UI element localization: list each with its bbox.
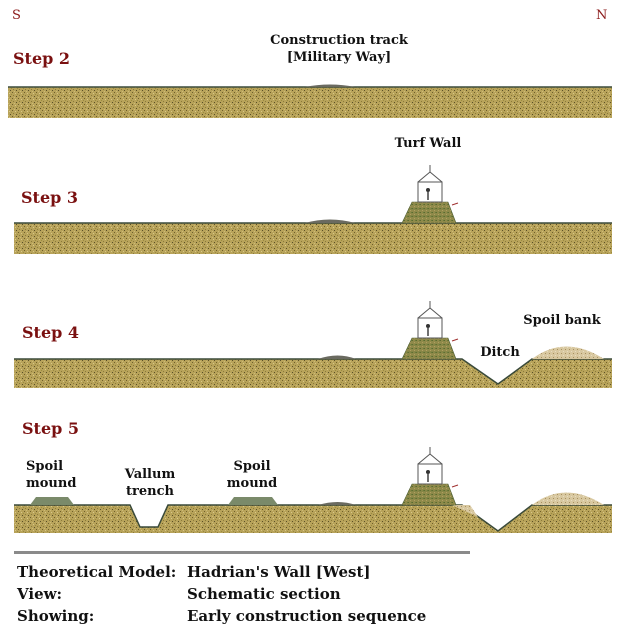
legend-view-value: Schematic section [187,585,341,603]
spoil-bank [532,346,604,359]
step-5-section [14,447,612,533]
legend-showing-label: Showing: [17,607,95,625]
step-2-label: Step 2 [13,49,71,68]
spoil-mound-north [228,497,278,505]
spoil-mound-south-label: Spoil mound [26,459,77,491]
spoil-bank-label: Spoil bank [523,313,601,328]
track-mound [318,355,356,359]
compass-south: S [12,8,21,23]
step-4-section [14,301,612,388]
turf-wall [401,301,459,360]
legend-divider [14,551,470,554]
legend-model-value: Hadrian's Wall [West] [187,563,371,581]
legend-row-model: Theoretical Model: Hadrian's Wall [West] [17,563,370,581]
step-3-label: Step 3 [21,188,79,207]
track-mound [305,84,355,87]
soil-layer [14,359,612,388]
soil-layer [14,505,612,533]
step-5-label: Step 5 [22,419,80,438]
step-4-label: Step 4 [22,323,80,342]
turf-wall-label: Turf Wall [394,136,462,151]
vallum-trench-label: Vallum trench [124,467,176,499]
ditch-label: Ditch [480,345,520,360]
track-mound [318,502,356,505]
turf-wall [401,165,459,224]
compass-north: N [596,8,608,23]
legend-row-showing: Showing: Early construction sequence [17,607,426,625]
spoil-mound-north-label: Spoil mound [226,459,278,491]
legend-model-label: Theoretical Model: [17,563,177,581]
step-2-section [8,84,612,118]
legend-row-view: View: Schematic section [17,585,341,603]
turf-wall [401,447,459,506]
soil-layer [14,223,612,254]
spoil-mound-south [30,497,74,505]
spoil-bank [532,492,604,505]
step-3-section [14,165,612,254]
track-mound [305,219,355,223]
ground-line [14,504,612,532]
construction-track-label: Construction track[Military Way] [270,33,408,65]
legend-showing-value: Early construction sequence [187,607,427,625]
soil-layer [8,87,612,118]
legend-view-label: View: [17,585,63,603]
ditch-spoil [452,505,478,517]
